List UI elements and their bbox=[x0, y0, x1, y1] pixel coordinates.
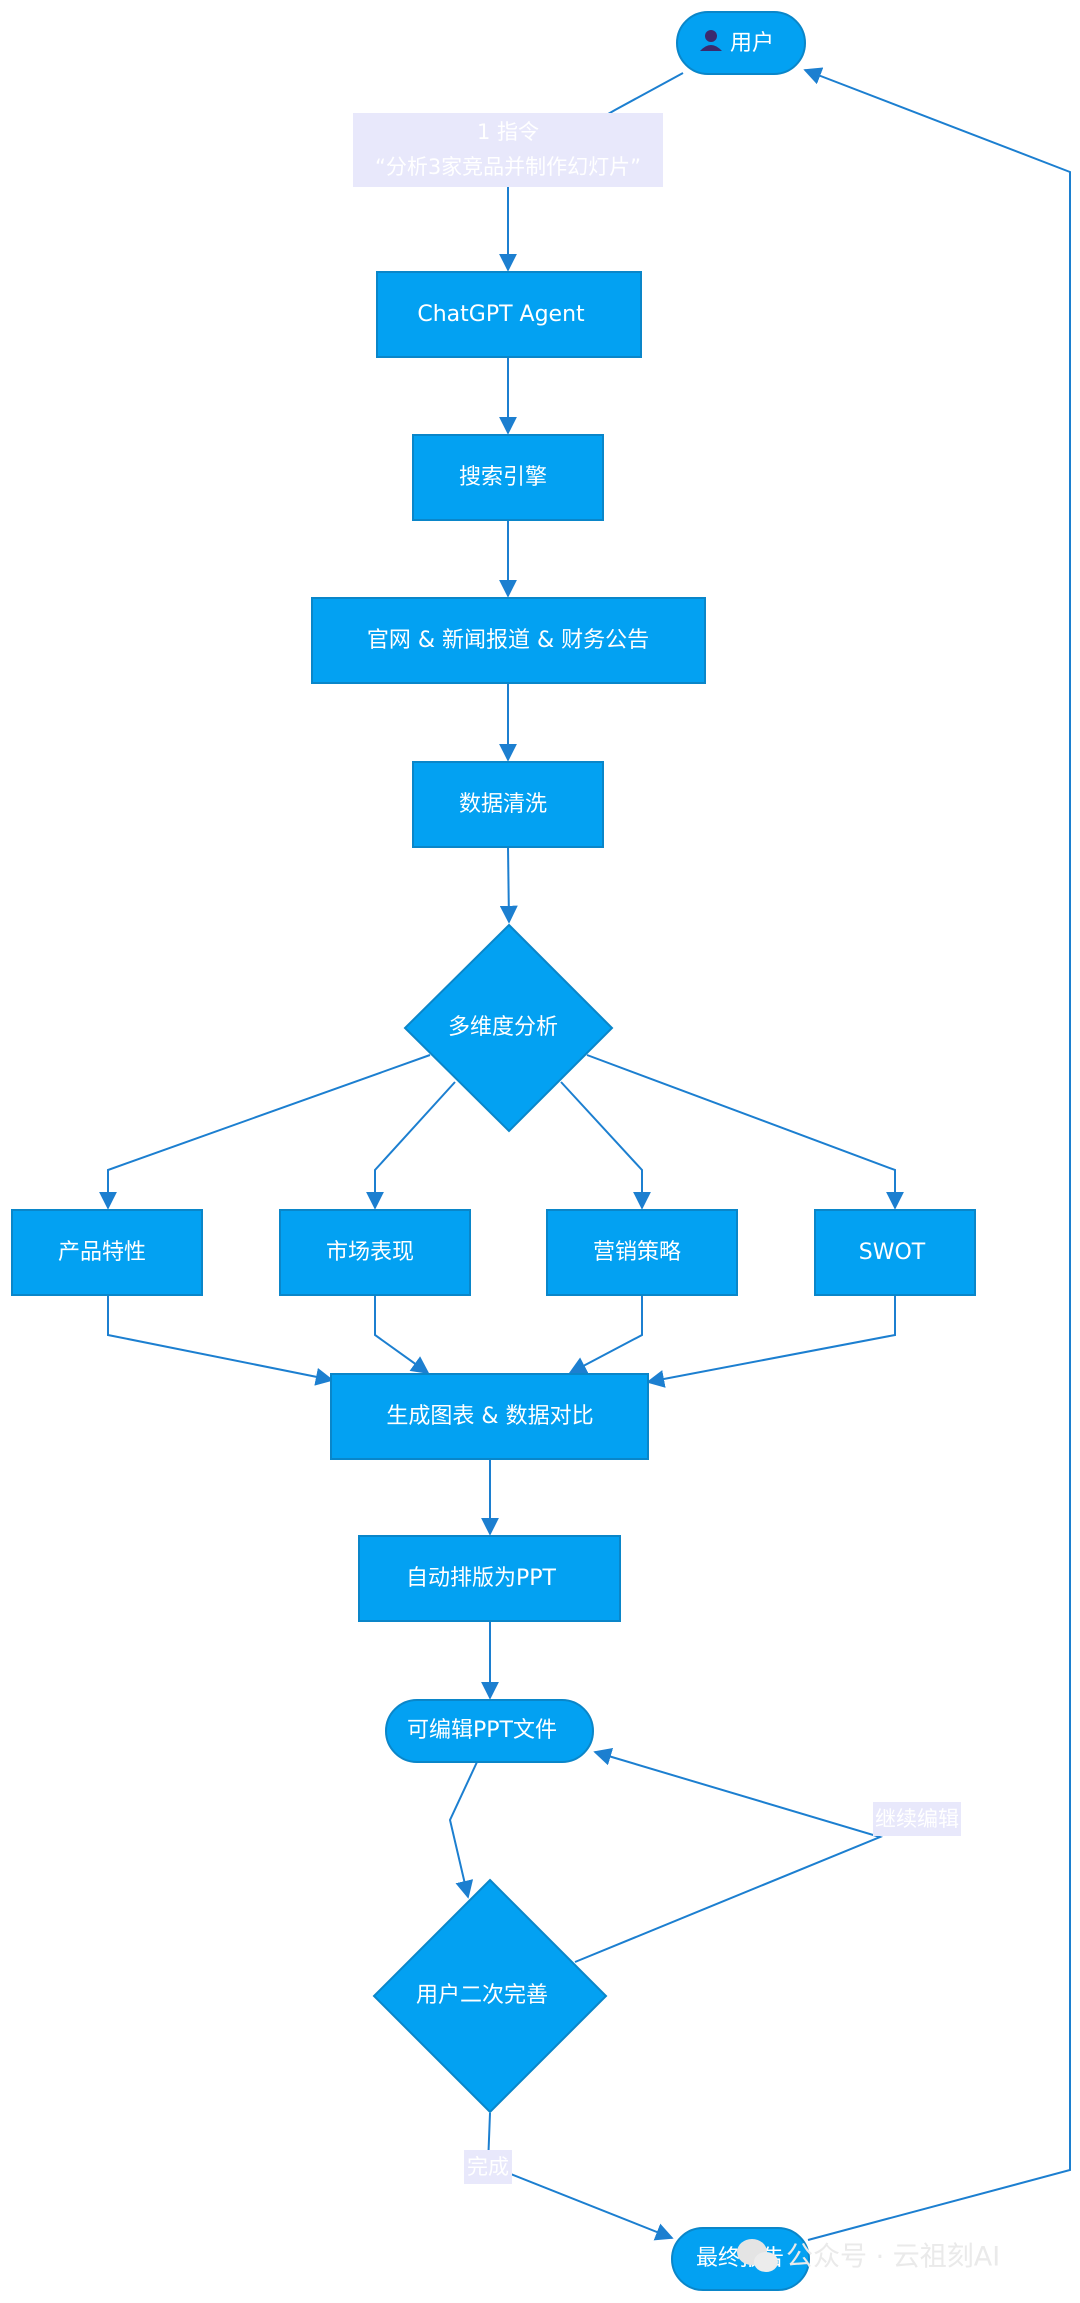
node-layout-label: 自动排版为PPT bbox=[406, 1566, 557, 1591]
node-analysis-label: 多维度分析 bbox=[448, 1015, 558, 1040]
node-product[interactable]: 产品特性 bbox=[11, 1209, 203, 1296]
node-user-label: 用户 bbox=[730, 31, 774, 56]
watermark: 公众号 · 云祖刻AI bbox=[737, 2239, 1000, 2273]
edge-final-to-user bbox=[803, 67, 1071, 2241]
edge-label-instruction: 1 指令 “分析3家竞品并制作幻灯片” bbox=[353, 113, 663, 187]
edge-file-to-refine bbox=[448, 1761, 478, 1899]
edge-analysis-to-market bbox=[366, 1081, 456, 1210]
node-layout[interactable]: 自动排版为PPT bbox=[358, 1535, 621, 1622]
node-user[interactable]: 用户 bbox=[676, 11, 806, 75]
edge-clean-to-analysis bbox=[499, 846, 518, 924]
done-label: 完成 bbox=[467, 2155, 509, 2179]
edge-market-to-charts bbox=[374, 1295, 430, 1375]
node-file-label: 可编辑PPT文件 bbox=[407, 1718, 557, 1743]
node-clean-label: 数据清洗 bbox=[459, 792, 547, 817]
node-agent-label: ChatGPT Agent bbox=[417, 302, 585, 327]
node-analysis[interactable]: 多维度分析 bbox=[403, 923, 614, 1133]
edge-refine-to-final bbox=[486, 2112, 674, 2241]
edge-label-done: 完成 bbox=[464, 2150, 512, 2184]
node-search[interactable]: 搜索引擎 bbox=[412, 434, 604, 521]
node-swot-label: SWOT bbox=[859, 1240, 926, 1265]
edge-analysis-to-product bbox=[99, 1054, 431, 1210]
node-refine-label: 用户二次完善 bbox=[416, 1983, 548, 2008]
node-market-label: 市场表现 bbox=[326, 1240, 414, 1265]
edge-analysis-to-marketing bbox=[560, 1081, 651, 1210]
edges bbox=[99, 67, 1071, 2241]
edge-marketing-to-charts bbox=[568, 1295, 643, 1374]
instruction-line-2: “分析3家竞品并制作幻灯片” bbox=[375, 155, 641, 179]
edge-product-to-charts bbox=[107, 1295, 334, 1386]
watermark-text: 公众号 · 云祖刻AI bbox=[786, 2242, 1000, 2273]
node-charts-label: 生成图表 & 数据对比 bbox=[386, 1404, 593, 1429]
node-product-label: 产品特性 bbox=[58, 1240, 146, 1265]
node-sources-label: 官网 & 新闻报道 & 财务公告 bbox=[367, 628, 649, 653]
node-market[interactable]: 市场表现 bbox=[279, 1209, 471, 1296]
node-marketing[interactable]: 营销策略 bbox=[546, 1209, 738, 1296]
node-agent[interactable]: ChatGPT Agent bbox=[376, 271, 642, 358]
node-marketing-label: 营销策略 bbox=[593, 1240, 681, 1265]
instruction-line-1: 1 指令 bbox=[477, 120, 539, 144]
edge-swot-to-charts bbox=[646, 1295, 896, 1388]
node-charts[interactable]: 生成图表 & 数据对比 bbox=[330, 1373, 649, 1460]
node-clean[interactable]: 数据清洗 bbox=[412, 761, 604, 848]
node-file[interactable]: 可编辑PPT文件 bbox=[385, 1699, 594, 1763]
continue-edit-label: 继续编辑 bbox=[875, 1807, 959, 1831]
user-icon bbox=[700, 30, 722, 51]
edge-label-continue-edit: 继续编辑 bbox=[873, 1802, 961, 1836]
wechat-icon bbox=[737, 2239, 778, 2272]
edge-analysis-to-swot bbox=[586, 1054, 904, 1210]
node-sources[interactable]: 官网 & 新闻报道 & 财务公告 bbox=[311, 597, 706, 684]
node-refine[interactable]: 用户二次完善 bbox=[372, 1878, 608, 2114]
edge-refine-to-file bbox=[574, 1748, 884, 1963]
node-search-label: 搜索引擎 bbox=[459, 465, 547, 490]
node-swot[interactable]: SWOT bbox=[814, 1209, 976, 1296]
